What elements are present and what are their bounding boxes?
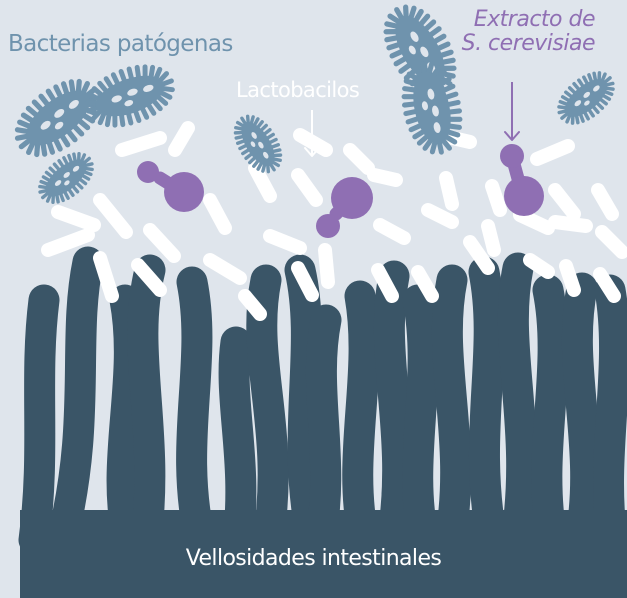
- yeast-cell: [316, 177, 373, 238]
- villus: [497, 252, 538, 556]
- lactobacillus: [371, 263, 399, 303]
- lactobacillus: [559, 259, 581, 297]
- lactobacillus: [530, 139, 575, 166]
- lactobacillus: [143, 223, 181, 263]
- lactobacillus: [263, 229, 307, 255]
- lactobacillus: [513, 208, 555, 235]
- yeast-extract-label-line1: Extracto de: [473, 7, 596, 32]
- villus: [431, 264, 472, 556]
- lactobacillus: [318, 243, 335, 289]
- lactobacillus: [238, 289, 267, 321]
- villus: [304, 304, 342, 556]
- pathogenic-bacterium: [548, 61, 624, 135]
- lactobacillus: [343, 143, 375, 175]
- lactobacillus: [595, 225, 627, 259]
- pathogenic-bacterium: [80, 56, 181, 135]
- villus: [402, 284, 440, 556]
- yeast-cell: [500, 144, 544, 216]
- lactobacilli-arrow-icon: [304, 110, 320, 157]
- lactobacillus: [548, 215, 593, 233]
- lactobacillus: [591, 183, 619, 221]
- yeast-extract-label: Extracto de S. cerevisiae: [445, 7, 596, 57]
- villus: [373, 260, 414, 556]
- lactobacillus: [115, 131, 167, 157]
- lactobacillus: [411, 265, 439, 303]
- lactobacilli-group: [41, 121, 627, 321]
- villus: [46, 246, 104, 556]
- lactobacillus: [485, 179, 507, 217]
- intestinal-villi-label: Vellosidades intestinales: [185, 546, 442, 571]
- lactobacillus: [93, 193, 133, 239]
- lactobacillus: [248, 161, 277, 203]
- yeast-extract-arrow-icon: [504, 82, 520, 141]
- lactobacillus: [593, 267, 621, 303]
- intestinal-villi: [18, 246, 627, 556]
- villus: [561, 272, 602, 556]
- villus: [593, 274, 627, 556]
- lactobacillus: [367, 168, 403, 187]
- lactobacillus: [93, 251, 119, 303]
- lactobacillus: [463, 235, 495, 275]
- lactobacillus: [373, 218, 411, 245]
- yeast-cell: [137, 161, 204, 212]
- lactobacillus: [203, 253, 247, 285]
- yeast-extract-group: [137, 144, 544, 238]
- lactobacillus: [168, 121, 195, 157]
- lactobacillus: [421, 203, 459, 229]
- pathogenic-bacteria-label: Bacterias patógenas: [8, 31, 233, 57]
- pathogenic-bacterium: [29, 142, 103, 214]
- lactobacillus: [439, 171, 459, 211]
- villus: [468, 256, 508, 556]
- lactobacillus: [41, 228, 95, 257]
- villus: [531, 274, 569, 556]
- villus: [284, 254, 328, 556]
- yeast-extract-label-line2: S. cerevisiae: [461, 31, 596, 57]
- villus: [342, 280, 380, 556]
- label-arrows: [304, 82, 520, 157]
- pathogenic-bacterium: [224, 107, 292, 181]
- lactobacillus: [131, 258, 167, 297]
- villi-base-band: [20, 510, 627, 598]
- lactobacillus: [548, 183, 581, 221]
- lactobacilli-label: Lactobacilos: [236, 78, 360, 102]
- lactobacillus: [291, 261, 319, 302]
- lactobacillus: [291, 168, 323, 207]
- villus: [18, 284, 60, 556]
- lactobacillus: [51, 205, 101, 232]
- lactobacillus: [203, 193, 232, 235]
- pathogenic-bacterium: [397, 58, 468, 157]
- lactobacillus: [523, 253, 555, 279]
- villus: [176, 266, 216, 556]
- lactobacillus: [481, 219, 501, 257]
- villus: [127, 254, 166, 556]
